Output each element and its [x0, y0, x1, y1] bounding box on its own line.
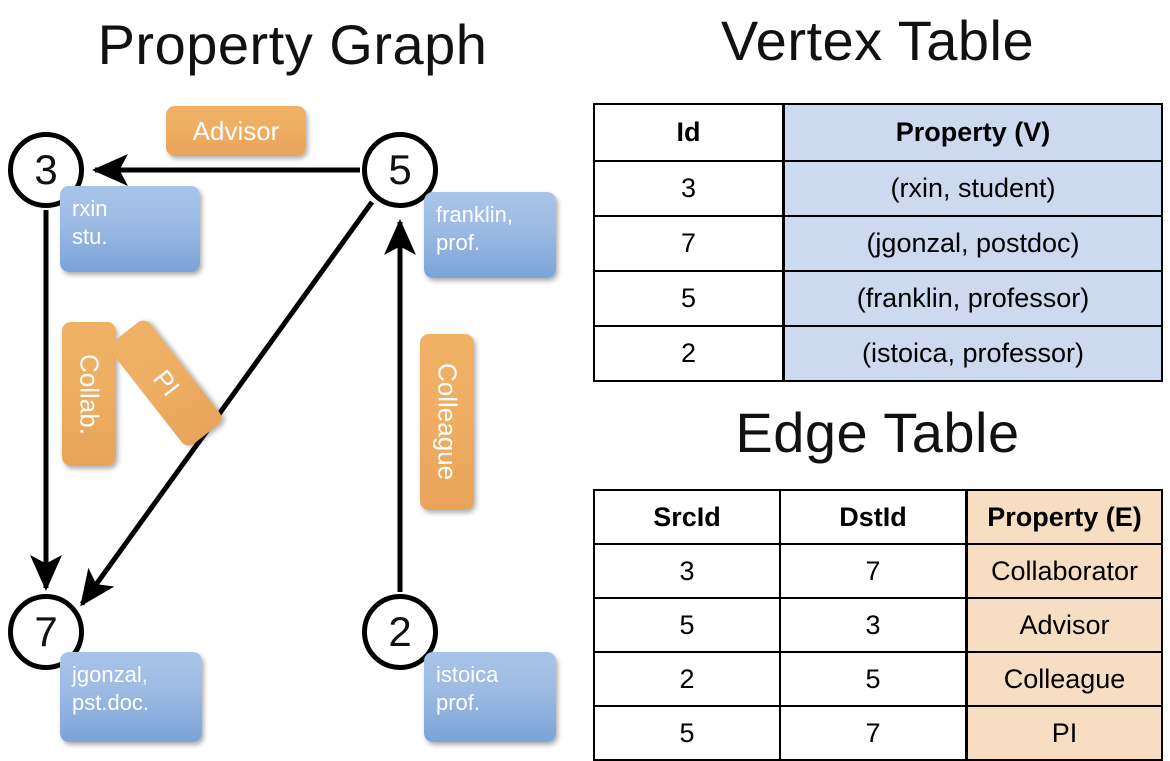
vertex-property-line1: istoica	[436, 662, 499, 687]
vertex-table: Id Property (V) 3 (rxin, student) 7 (jgo…	[593, 103, 1163, 382]
edge-cell-property: Collaborator	[965, 543, 1163, 599]
table-row: 5 (franklin, professor)	[593, 270, 1163, 327]
vertex-property-line2: pst.doc.	[72, 690, 150, 716]
edge-arrow-5-to-7	[79, 200, 375, 607]
page-title-edge-table: Edge Table	[735, 401, 1020, 464]
vertex-cell-id: 7	[593, 215, 785, 272]
vertex-table-header-id: Id	[593, 103, 785, 162]
vertex-property-line2: stu.	[72, 224, 108, 250]
edge-cell-property: Advisor	[965, 597, 1163, 653]
edge-property-box-colleague: Colleague	[420, 334, 474, 510]
vertex-table-header-row: Id Property (V)	[593, 103, 1163, 162]
vertex-property-box-7: jgonzal, pst.doc.	[60, 652, 202, 742]
edge-cell-srcid: 5	[593, 597, 781, 653]
edge-property-label: Colleague	[432, 363, 463, 481]
edge-cell-srcid: 2	[593, 651, 781, 707]
table-row: 3 (rxin, student)	[593, 160, 1163, 217]
edge-cell-property: PI	[965, 705, 1163, 761]
vertex-cell-id: 5	[593, 270, 785, 327]
vertex-cell-property: (istoica, professor)	[782, 325, 1163, 382]
edge-table-header-row: SrcId DstId Property (E)	[593, 489, 1163, 545]
graph-node-3-label: 3	[34, 146, 58, 193]
page-title-vertex-table: Vertex Table	[720, 9, 1035, 72]
vertex-cell-property: (franklin, professor)	[782, 270, 1163, 327]
edge-cell-srcid: 3	[593, 543, 781, 599]
table-row: 7 (jgonzal, postdoc)	[593, 215, 1163, 272]
vertex-cell-property: (rxin, student)	[782, 160, 1163, 217]
vertex-property-box-2: istoica prof.	[424, 652, 556, 742]
graph-node-2-label: 2	[388, 608, 412, 655]
table-row: 2 (istoica, professor)	[593, 325, 1163, 382]
vertex-cell-id: 2	[593, 325, 785, 382]
edge-cell-srcid: 5	[593, 705, 781, 761]
edge-property-box-advisor: Advisor	[166, 106, 306, 156]
vertex-cell-property: (jgonzal, postdoc)	[782, 215, 1163, 272]
vertex-table-header-property: Property (V)	[782, 103, 1163, 162]
graph-node-7-label: 7	[34, 608, 58, 655]
graph-node-5[interactable]: 5	[362, 132, 438, 208]
graph-node-5-label: 5	[388, 146, 412, 193]
table-row: 2 5 Colleague	[593, 651, 1163, 707]
table-row: 5 3 Advisor	[593, 597, 1163, 653]
edge-cell-dstid: 3	[779, 597, 968, 653]
vertex-property-box-3: rxin stu.	[60, 186, 200, 272]
edge-property-label: Advisor	[192, 115, 280, 146]
vertex-property-line1: jgonzal,	[72, 662, 148, 687]
edge-table-header-dstid: DstId	[779, 489, 968, 545]
vertex-property-line1: franklin,	[436, 202, 514, 227]
edge-property-label: Collab.	[74, 353, 105, 435]
edge-cell-dstid: 5	[779, 651, 968, 707]
edge-cell-property: Colleague	[965, 651, 1163, 707]
page-title-property-graph: Property Graph	[97, 13, 488, 76]
edge-table-header-property: Property (E)	[965, 489, 1163, 545]
edge-table-header-srcid: SrcId	[593, 489, 781, 545]
edge-cell-dstid: 7	[779, 705, 968, 761]
vertex-cell-id: 3	[593, 160, 785, 217]
table-row: 3 7 Collaborator	[593, 543, 1163, 599]
vertex-property-line1: rxin	[72, 196, 108, 221]
graph-edges-layer	[30, 154, 416, 607]
graph-node-2[interactable]: 2	[362, 594, 438, 670]
edge-cell-dstid: 7	[779, 543, 968, 599]
edge-table: SrcId DstId Property (E) 3 7 Collaborato…	[593, 489, 1163, 761]
vertex-property-line2: prof.	[436, 690, 481, 716]
property-graph-diagram: 3 5 7 2 rxin stu. franklin, prof. jgonza…	[0, 0, 585, 760]
vertex-property-box-5: franklin, prof.	[424, 192, 556, 278]
vertex-property-line2: prof.	[436, 230, 481, 256]
edge-property-box-collab: Collab.	[62, 322, 116, 466]
table-row: 5 7 PI	[593, 705, 1163, 761]
edge-property-label: PI	[147, 363, 186, 402]
